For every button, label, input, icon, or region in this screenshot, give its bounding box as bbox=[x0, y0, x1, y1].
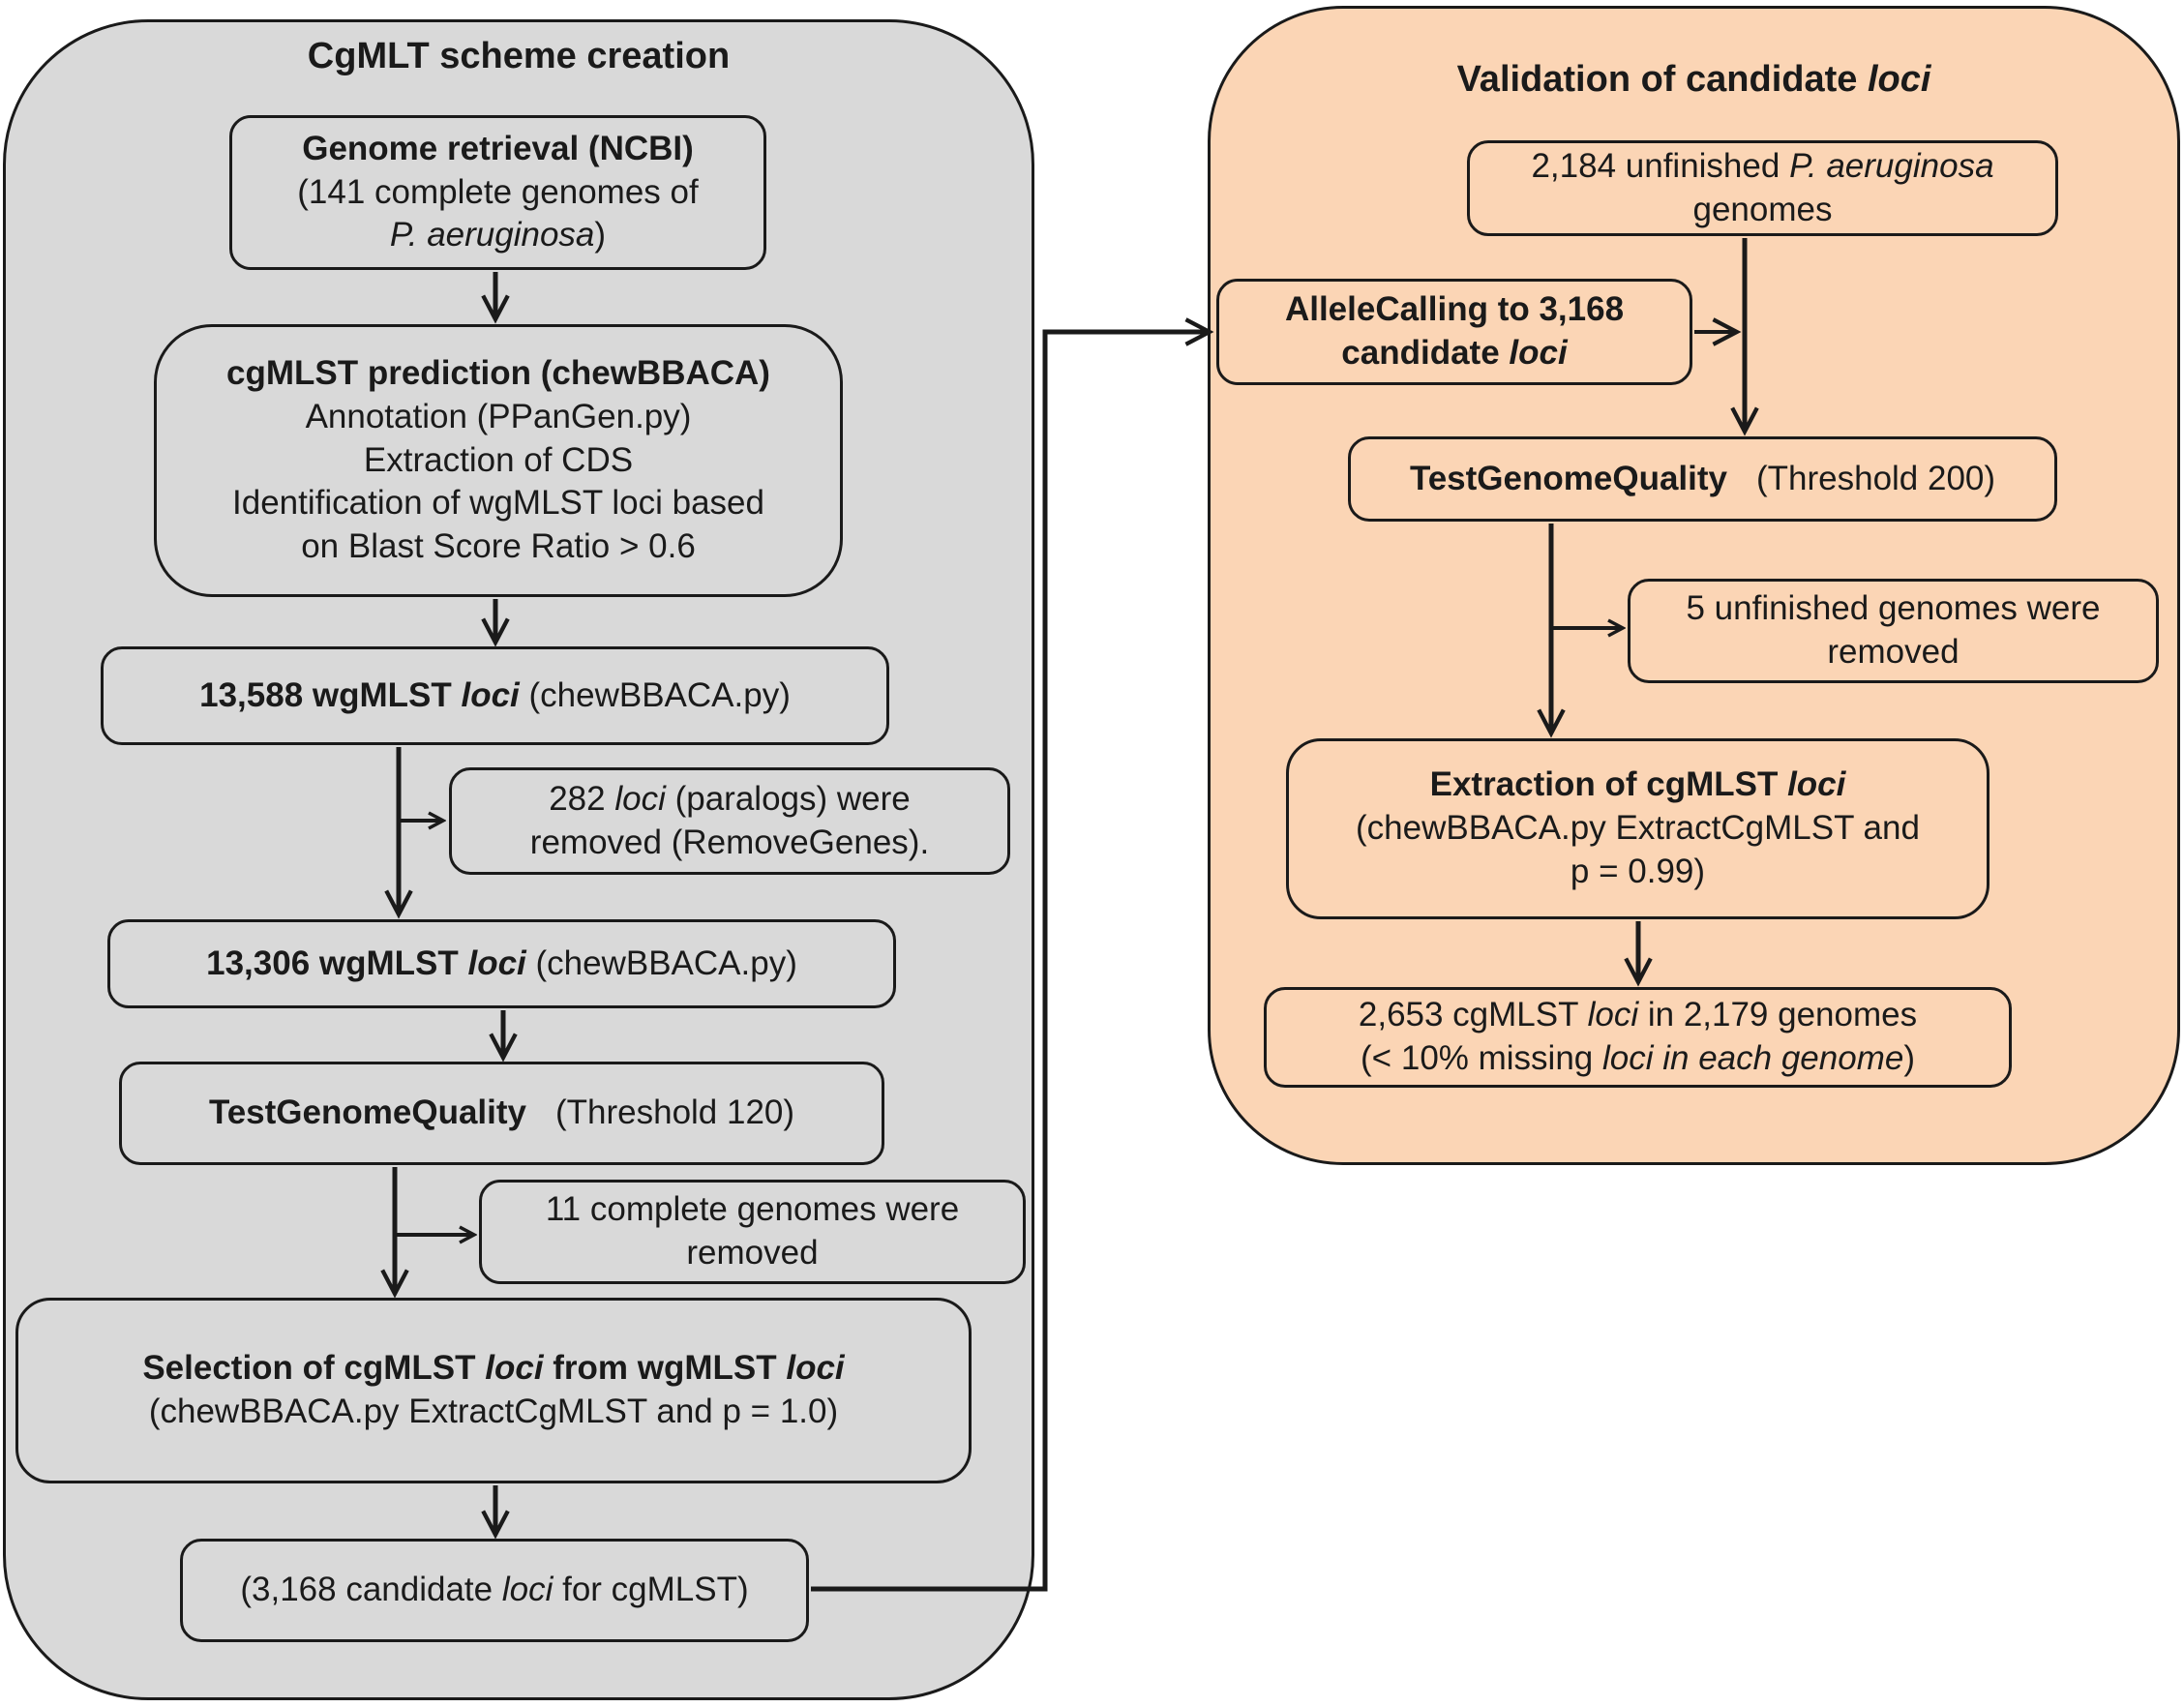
unfinished-genomes-line2: genomes bbox=[1692, 190, 1833, 228]
arrow-candidates-to-allele-calling bbox=[811, 332, 1210, 1592]
wgmlst-13306-box: 13,306 wgMLST loci (chewBBACA.py) bbox=[107, 919, 896, 1008]
final-result-line2: (< 10% missing loci in each genome) bbox=[1361, 1039, 1915, 1077]
unfinished-removed-line1: 5 unfinished genomes were bbox=[1686, 589, 2101, 628]
cgmlst-prediction-line2: Annotation (PPanGen.py) bbox=[305, 397, 692, 435]
cgmlst-selection-box: Selection of cgMLST loci from wgMLST loc… bbox=[15, 1298, 972, 1483]
final-result-line1: 2,653 cgMLST loci in 2,179 genomes bbox=[1358, 996, 1918, 1034]
cgmlst-prediction-line3: Extraction of CDS bbox=[363, 440, 634, 479]
candidate-loci-text: (3,168 candidate loci for cgMLST) bbox=[240, 1571, 749, 1609]
cgmlst-selection-title: Selection of cgMLST loci from wgMLST loc… bbox=[142, 1349, 845, 1388]
test-genome-quality-200-box: TestGenomeQuality(Threshold 200) bbox=[1348, 436, 2057, 522]
scheme-creation-title: CgMLT scheme creation bbox=[307, 36, 731, 76]
test-genome-quality-200-text: TestGenomeQuality(Threshold 200) bbox=[1409, 459, 1996, 497]
complete-genomes-removed-box: 11 complete genomes were removed bbox=[479, 1180, 1026, 1284]
complete-removed-line2: removed bbox=[686, 1234, 819, 1272]
cgmlst-prediction-box: cgMLST prediction (chewBBACA) Annotation… bbox=[154, 324, 843, 597]
allele-calling-box: AlleleCalling to 3,168 candidate loci bbox=[1216, 279, 1692, 385]
unfinished-genomes-box: 2,184 unfinished P. aeruginosa genomes bbox=[1467, 140, 2058, 236]
cgmlst-extraction-line3: p = 0.99) bbox=[1570, 852, 1706, 890]
allele-calling-line2: candidate loci bbox=[1341, 334, 1568, 372]
cgmlst-extraction-title: Extraction of cgMLST loci bbox=[1429, 765, 1846, 804]
final-result-box: 2,653 cgMLST loci in 2,179 genomes (< 10… bbox=[1264, 987, 2012, 1088]
cgmlst-selection-line2: (chewBBACA.py ExtractCgMLST and p = 1.0) bbox=[148, 1393, 839, 1430]
cgmlst-extraction-box: Extraction of cgMLST loci (chewBBACA.py … bbox=[1286, 738, 1990, 919]
test-genome-quality-120-text: TestGenomeQuality(Threshold 120) bbox=[208, 1093, 795, 1132]
cgmlst-prediction-line5: on Blast Score Ratio > 0.6 bbox=[301, 527, 696, 566]
cgmlst-prediction-line4: Identification of wgMLST loci based bbox=[232, 484, 764, 523]
candidate-loci-box: (3,168 candidate loci for cgMLST) bbox=[180, 1539, 809, 1642]
test-genome-quality-120-box: TestGenomeQuality(Threshold 120) bbox=[119, 1062, 884, 1165]
unfinished-removed-line2: removed bbox=[1827, 633, 1960, 671]
cgmlst-prediction-title: cgMLST prediction (chewBBACA) bbox=[226, 354, 770, 392]
genome-retrieval-box: Genome retrieval (NCBI) (141 complete ge… bbox=[229, 115, 766, 270]
wgmlst-13588-text: 13,588 wgMLST loci (chewBBACA.py) bbox=[199, 675, 791, 714]
paralogs-removed-line1: 282 loci (paralogs) were bbox=[549, 779, 911, 818]
unfinished-removed-box: 5 unfinished genomes were removed bbox=[1628, 579, 2159, 683]
unfinished-genomes-line1: 2,184 unfinished P. aeruginosa bbox=[1531, 146, 1994, 185]
genome-retrieval-line2: (141 complete genomes of bbox=[297, 172, 699, 211]
cgmlst-extraction-line2: (chewBBACA.py ExtractCgMLST and bbox=[1356, 809, 1920, 848]
validation-title: Validation of candidate loci bbox=[1456, 59, 1931, 100]
complete-removed-line1: 11 complete genomes were bbox=[545, 1190, 960, 1229]
paralogs-removed-box: 282 loci (paralogs) were removed (Remove… bbox=[449, 767, 1010, 875]
genome-retrieval-line3: P. aeruginosa) bbox=[389, 216, 607, 255]
genome-retrieval-title: Genome retrieval (NCBI) bbox=[302, 129, 694, 167]
wgmlst-13306-text: 13,306 wgMLST loci (chewBBACA.py) bbox=[206, 943, 797, 982]
allele-calling-line1: AlleleCalling to 3,168 bbox=[1284, 290, 1625, 329]
wgmlst-13588-box: 13,588 wgMLST loci (chewBBACA.py) bbox=[101, 646, 889, 745]
paralogs-removed-line2: removed (RemoveGenes). bbox=[529, 823, 930, 861]
